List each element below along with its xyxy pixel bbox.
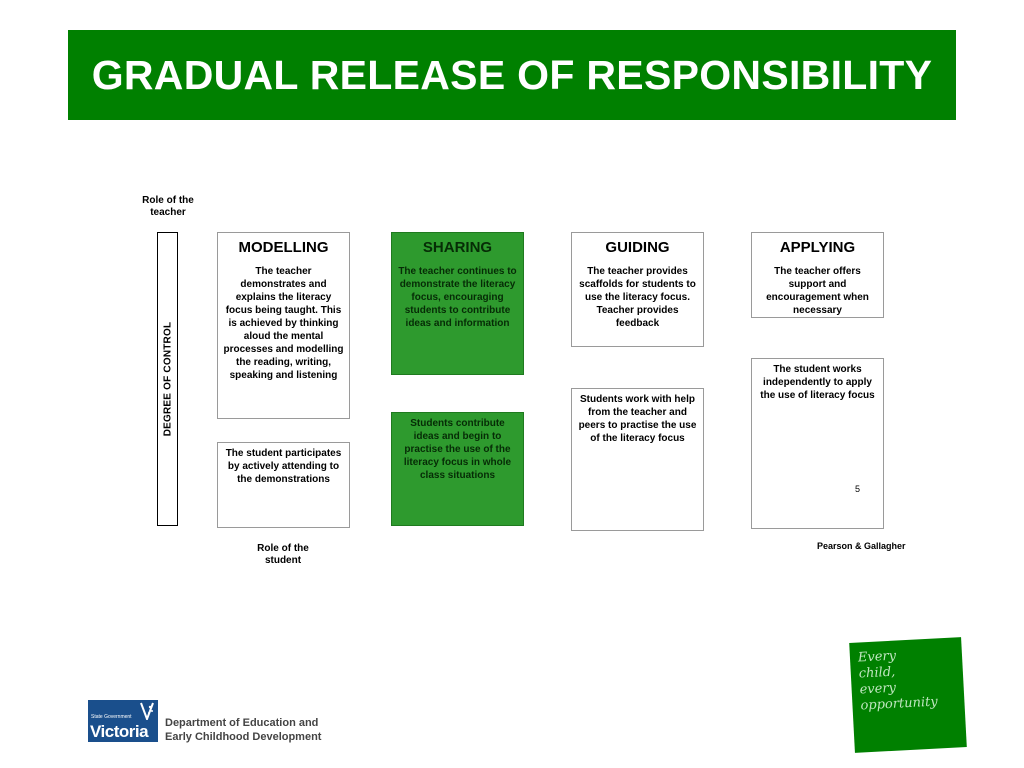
sharing-teacher-box: SHARING The teacher continues to demonst… xyxy=(391,232,524,375)
sharing-heading: SHARING xyxy=(422,239,493,256)
guiding-teacher-text: The teacher provides scaffolds for stude… xyxy=(579,266,696,329)
sharing-student-box: Students contribute ideas and begin to p… xyxy=(391,412,524,526)
modelling-student-text: The student participates by actively att… xyxy=(225,448,342,485)
guiding-student-text: Students work with help from the teacher… xyxy=(578,394,697,444)
applying-heading: APPLYING xyxy=(779,239,856,256)
slogan-text: Every child, every opportunity xyxy=(857,648,939,714)
sharing-teacher-text: The teacher continues to demonstrate the… xyxy=(398,266,517,329)
department-name: Department of Education and Early Childh… xyxy=(165,716,321,744)
title-banner: GRADUAL RELEASE OF RESPONSIBILITY xyxy=(68,30,956,120)
department-name-text: Department of Education and Early Childh… xyxy=(165,717,322,743)
logo-big-text: Victoria xyxy=(90,722,149,741)
sharing-student-text: Students contribute ideas and begin to p… xyxy=(403,418,512,481)
modelling-teacher-text: The teacher demonstrates and explains th… xyxy=(223,266,344,381)
modelling-student-box: The student participates by actively att… xyxy=(217,442,350,528)
role-student-label: Role of the student xyxy=(257,543,309,566)
guiding-heading: GUIDING xyxy=(605,239,670,256)
guiding-student-box: Students work with help from the teacher… xyxy=(571,388,704,531)
degree-of-control-axis: DEGREE OF CONTROL xyxy=(157,232,178,526)
southern-cross-icon xyxy=(140,702,154,720)
modelling-teacher-box: MODELLING The teacher demonstrates and e… xyxy=(217,232,350,419)
page-number: 5 xyxy=(855,484,861,494)
applying-student-box: The student works independently to apply… xyxy=(751,358,884,529)
role-teacher-label: Role of the teacher xyxy=(142,195,194,218)
modelling-heading: MODELLING xyxy=(238,239,329,256)
applying-teacher-box: APPLYING The teacher offers support and … xyxy=(751,232,884,318)
axis-label: DEGREE OF CONTROL xyxy=(162,321,173,437)
page-title: GRADUAL RELEASE OF RESPONSIBILITY xyxy=(91,51,933,98)
applying-student-text: The student works independently to apply… xyxy=(760,364,875,401)
slogan-badge: Every child, every opportunity xyxy=(849,637,967,753)
victoria-logo: State Government Victoria xyxy=(88,700,158,742)
attribution: Pearson & Gallagher xyxy=(817,541,906,551)
guiding-teacher-box: GUIDING The teacher provides scaffolds f… xyxy=(571,232,704,347)
logo-small-text: State Government xyxy=(91,714,132,720)
applying-teacher-text: The teacher offers support and encourage… xyxy=(766,266,869,316)
